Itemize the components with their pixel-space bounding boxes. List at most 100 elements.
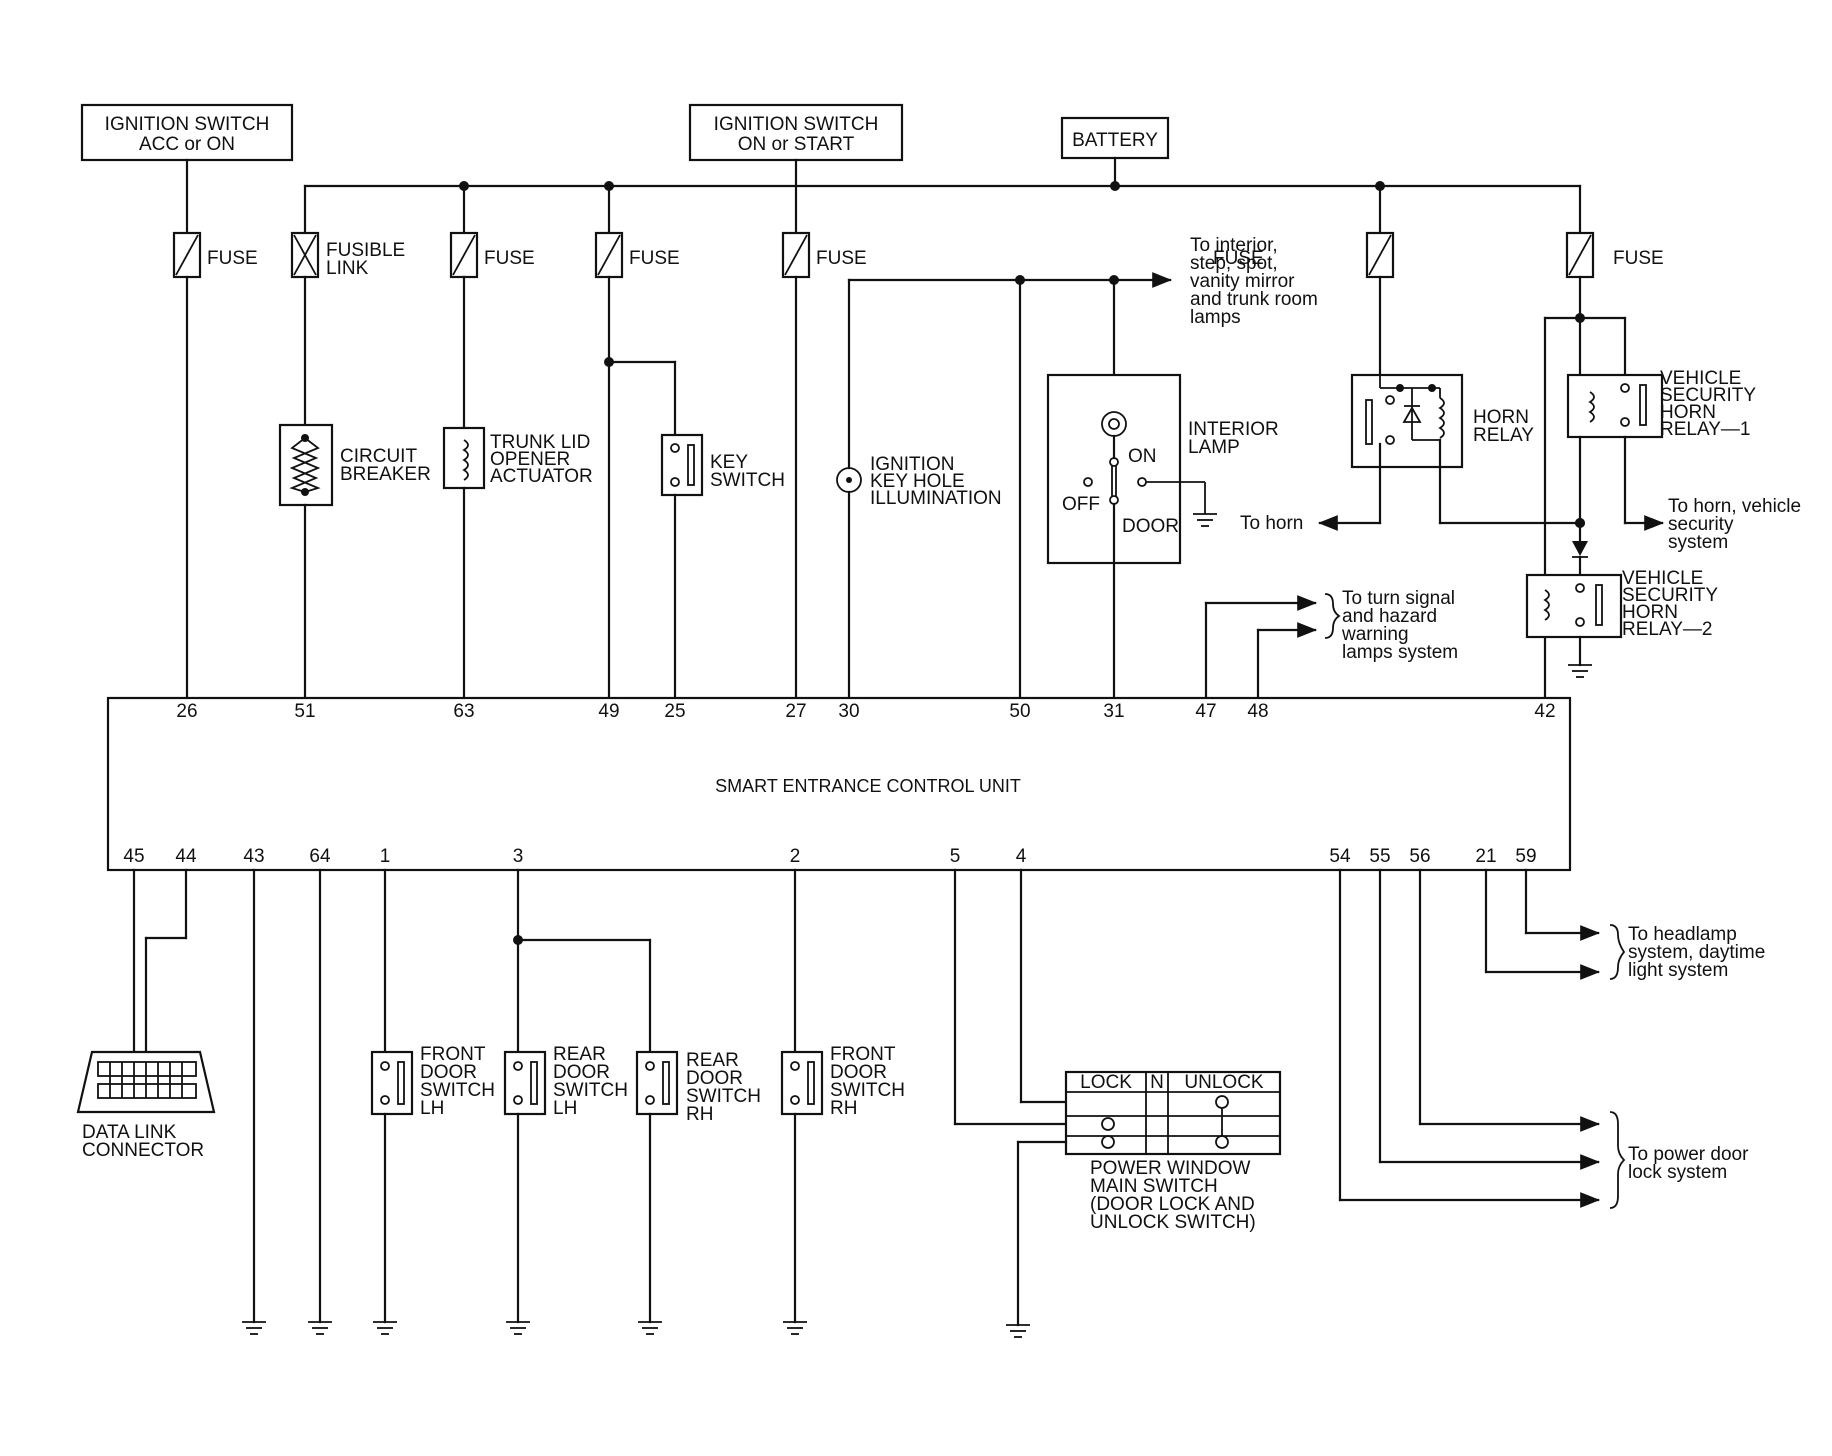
fusible-link-line1: FUSIBLE xyxy=(326,240,405,261)
horn-sec-dest-line2: security xyxy=(1668,514,1734,535)
trunk-lid-line1: TRUNK LID xyxy=(490,432,590,453)
trunk-lid-line2: OPENER xyxy=(490,449,570,470)
top-pin-labels: 26 51 63 49 25 27 30 50 31 47 48 42 xyxy=(176,701,1555,722)
headlamp-dest-line1: To headlamp xyxy=(1628,924,1737,945)
interior-dest-line4: and trunk room xyxy=(1190,289,1318,310)
sec-relay1-line1: VEHICLE xyxy=(1660,368,1741,389)
pin-bottom: 2 xyxy=(790,846,801,867)
pw-unlock-header: UNLOCK xyxy=(1184,1072,1264,1093)
lamp-off-label: OFF xyxy=(1062,494,1100,515)
horn-relay-line1: HORN xyxy=(1473,407,1529,428)
pin-top: 31 xyxy=(1103,701,1124,722)
fuse-label-security: FUSE xyxy=(1613,248,1664,269)
rd-lh-line4: LH xyxy=(553,1098,577,1119)
interior-dest-line5: lamps xyxy=(1190,307,1241,328)
pin-top: 26 xyxy=(176,701,197,722)
ign-on-line2: ON or START xyxy=(738,134,855,155)
ign-acc-line1: IGNITION SWITCH xyxy=(105,114,270,135)
ignition-switch-on-box: IGNITION SWITCH ON or START xyxy=(688,103,904,162)
fuse-label-49: FUSE xyxy=(629,248,680,269)
pin-top: 50 xyxy=(1009,701,1030,722)
sec-relay2-line3: HORN xyxy=(1622,602,1678,623)
headlamp-outputs xyxy=(1484,868,1626,980)
fd-lh-line1: FRONT xyxy=(420,1044,486,1065)
wire-pin-51 xyxy=(278,184,334,700)
pin-top: 27 xyxy=(785,701,806,722)
horn-sec-dest-line1: To horn, vehicle xyxy=(1668,496,1801,517)
pin-top: 49 xyxy=(598,701,619,722)
rear-door-switches xyxy=(503,868,679,1335)
pin-bottom: 43 xyxy=(243,846,264,867)
ground-wires xyxy=(242,868,332,1335)
control-unit-title: SMART ENTRANCE CONTROL UNIT xyxy=(715,776,1021,796)
fd-lh-line4: LH xyxy=(420,1098,444,1119)
rd-lh-line2: DOOR xyxy=(553,1062,610,1083)
rd-rh-line3: SWITCH xyxy=(686,1086,761,1107)
fd-lh-line2: DOOR xyxy=(420,1062,477,1083)
sec-relay2-line1: VEHICLE xyxy=(1622,568,1703,589)
ignition-switch-acc-box: IGNITION SWITCH ACC or ON xyxy=(80,103,294,162)
turn-dest-line2: and hazard xyxy=(1342,606,1437,627)
data-link-connector xyxy=(76,868,216,1114)
key-hole-line2: KEY HOLE xyxy=(870,471,965,492)
interior-lamp-line2: LAMP xyxy=(1188,437,1240,458)
wire-pin-26 xyxy=(172,158,202,700)
pin-bottom: 56 xyxy=(1409,846,1430,867)
interior-lamp-line1: INTERIOR xyxy=(1188,419,1279,440)
fd-rh-line1: FRONT xyxy=(830,1044,896,1065)
front-door-switch-rh xyxy=(780,868,824,1335)
fuse-label-horn: FUSE xyxy=(1213,248,1264,269)
headlamp-dest-line3: light system xyxy=(1628,960,1728,981)
sec-relay2-line2: SECURITY xyxy=(1622,585,1718,606)
pin-bottom: 21 xyxy=(1475,846,1496,867)
lamp-door-label: DOOR xyxy=(1122,516,1179,537)
pin-top: 51 xyxy=(294,701,315,722)
pw-switch-line1: POWER WINDOW xyxy=(1090,1158,1250,1179)
fuse-label-27: FUSE xyxy=(816,248,867,269)
pin-top: 30 xyxy=(838,701,859,722)
power-door-lock-outputs xyxy=(1338,868,1626,1209)
turn-dest-line1: To turn signal xyxy=(1342,588,1455,609)
sec-relay1-line4: RELAY—1 xyxy=(1660,419,1750,440)
ign-on-line1: IGNITION SWITCH xyxy=(714,114,879,135)
to-horn-label: To horn xyxy=(1240,513,1303,534)
turn-dest-line4: lamps system xyxy=(1342,642,1458,663)
rd-rh-line4: RH xyxy=(686,1104,713,1125)
fd-rh-line3: SWITCH xyxy=(830,1080,905,1101)
headlamp-dest-line2: system, daytime xyxy=(1628,942,1765,963)
pin-bottom: 44 xyxy=(175,846,197,867)
pin-top: 47 xyxy=(1195,701,1216,722)
interior-dest-line3: vanity mirror xyxy=(1190,271,1295,292)
fd-rh-line2: DOOR xyxy=(830,1062,887,1083)
sec-relay2-line4: RELAY—2 xyxy=(1622,619,1712,640)
fd-lh-line3: SWITCH xyxy=(420,1080,495,1101)
fusible-link-line2: LINK xyxy=(326,258,369,279)
rd-lh-line3: SWITCH xyxy=(553,1080,628,1101)
key-switch-line2: SWITCH xyxy=(710,470,785,491)
security-relay-circuit xyxy=(1525,184,1664,700)
smart-entrance-control-unit: SMART ENTRANCE CONTROL UNIT xyxy=(106,696,1572,872)
interior-lamp-circuit xyxy=(836,272,1217,700)
wire-pin-27 xyxy=(781,158,811,700)
pw-n-header: N xyxy=(1150,1072,1164,1093)
power-window-main-switch xyxy=(953,868,1282,1338)
battery-box: BATTERY xyxy=(1060,116,1170,160)
interior-dest-line1: To interior, xyxy=(1190,235,1278,256)
fuse-label-63: FUSE xyxy=(484,248,535,269)
fuse-label-26: FUSE xyxy=(207,248,258,269)
rd-rh-line1: REAR xyxy=(686,1050,739,1071)
pw-switch-line2: MAIN SWITCH xyxy=(1090,1176,1218,1197)
data-link-line1: DATA LINK xyxy=(82,1122,177,1143)
pin-top: 48 xyxy=(1247,701,1268,722)
pin-bottom: 54 xyxy=(1329,846,1351,867)
pw-switch-line3: (DOOR LOCK AND xyxy=(1090,1194,1255,1215)
fd-rh-line4: RH xyxy=(830,1098,857,1119)
wire-pin-49-25 xyxy=(594,184,704,700)
pin-bottom: 59 xyxy=(1515,846,1536,867)
wire-pin-63 xyxy=(442,184,486,700)
pw-lock-header: LOCK xyxy=(1080,1072,1132,1093)
pin-bottom: 5 xyxy=(950,846,961,867)
sec-relay1-line2: SECURITY xyxy=(1660,385,1756,406)
key-switch-line1: KEY xyxy=(710,452,748,473)
